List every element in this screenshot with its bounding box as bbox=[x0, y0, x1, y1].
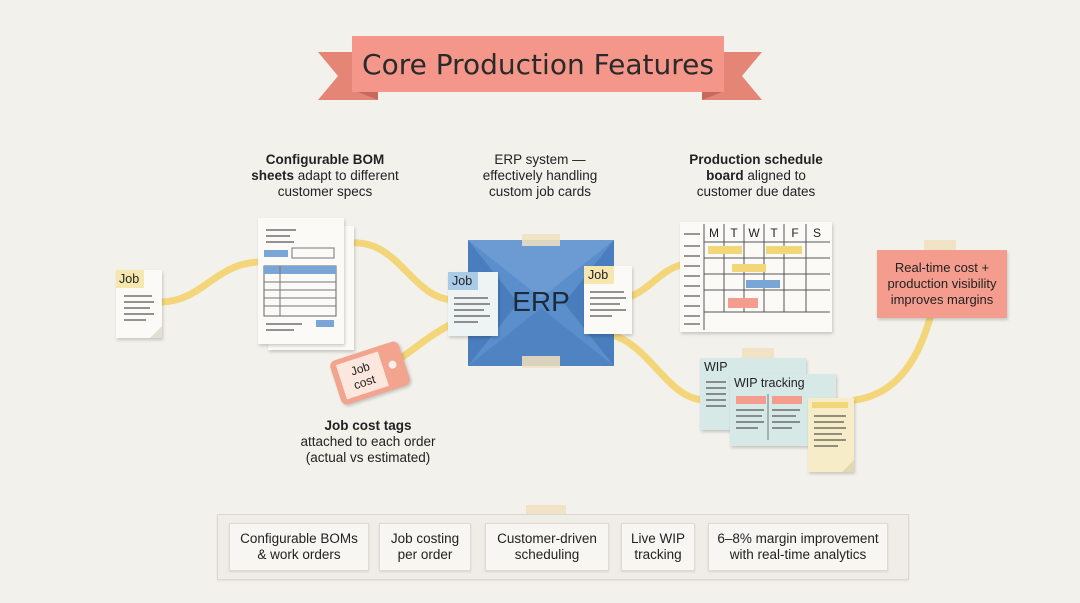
connector-erp-to-wip bbox=[608, 331, 709, 404]
connector-erp-to-schedule bbox=[628, 260, 688, 300]
erp-tape-top bbox=[522, 234, 560, 246]
job-card-left: Job bbox=[116, 270, 162, 338]
connector-bom-to-erp bbox=[348, 239, 459, 304]
wip-tracking-label: WIP tracking bbox=[734, 376, 805, 390]
summary-card-bom: Configurable BOMs& work orders bbox=[229, 523, 369, 571]
schedule-board bbox=[680, 222, 832, 332]
jobcost-caption: Job cost tags attached to each order (ac… bbox=[300, 418, 436, 465]
callout-tape bbox=[924, 240, 956, 252]
job-label: Job bbox=[119, 272, 140, 286]
job-card-erp-right: Job bbox=[584, 266, 632, 334]
job-card-erp-left: Job bbox=[448, 272, 498, 336]
page-title: Core Production Features bbox=[362, 47, 714, 81]
connector-job-to-bom bbox=[158, 258, 266, 306]
title-banner bbox=[318, 36, 762, 100]
connector-wip-to-callout bbox=[851, 314, 934, 404]
day-mon: M bbox=[709, 226, 719, 240]
schedule-caption: Production schedule board aligned to cus… bbox=[689, 152, 823, 199]
erp-label: ERP bbox=[512, 286, 570, 317]
erp-tape-bottom bbox=[522, 356, 560, 368]
day-thu: T bbox=[770, 226, 778, 240]
day-wed: W bbox=[748, 226, 760, 240]
margin-callout: Real-time cost + production visibility i… bbox=[877, 250, 1007, 318]
erp-caption: ERP system — effectively handling custom… bbox=[482, 152, 598, 199]
wip-sticky-note bbox=[808, 398, 854, 472]
day-sat: S bbox=[812, 226, 821, 240]
day-tue: T bbox=[730, 226, 738, 240]
wip-tape bbox=[742, 348, 774, 358]
bom-sheet bbox=[258, 218, 344, 344]
wip-label: WIP bbox=[704, 360, 728, 374]
connector-tag-to-erp bbox=[394, 318, 459, 364]
day-fri: F bbox=[791, 226, 799, 240]
bom-caption: Configurable BOM sheets adapt to differe… bbox=[251, 152, 399, 199]
